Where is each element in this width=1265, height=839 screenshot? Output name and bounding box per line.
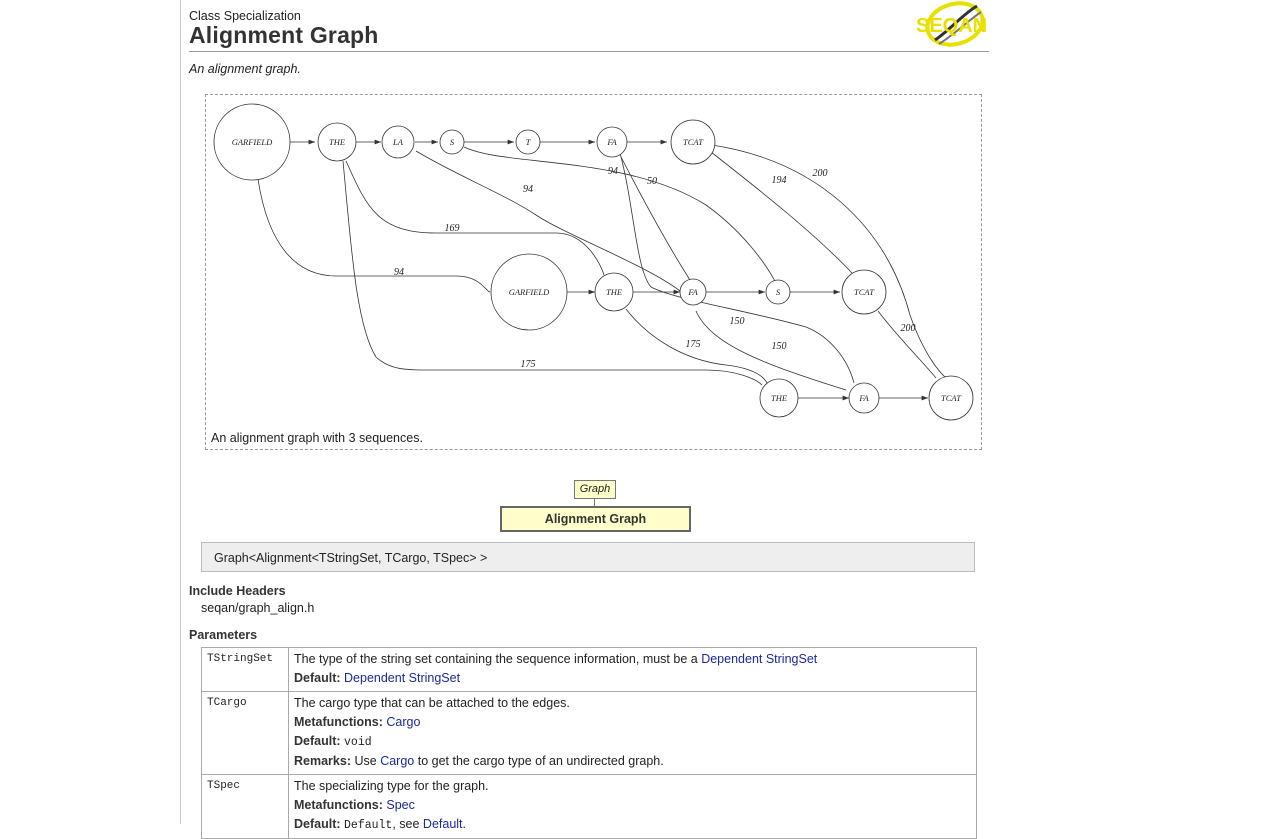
edge-weight-label: 169 bbox=[445, 223, 460, 234]
edge-weight-label: 200 bbox=[813, 168, 828, 179]
spec-link[interactable]: Spec bbox=[386, 798, 415, 812]
default-link[interactable]: Default bbox=[422, 817, 463, 831]
param-desc-text: The cargo type that can be attached to t… bbox=[294, 696, 570, 710]
page-kind: Class Specialization bbox=[189, 9, 301, 23]
param-desc-text: The type of the string set containing th… bbox=[294, 652, 698, 666]
page-title: Alignment Graph bbox=[189, 22, 379, 48]
logo-text: SEQAN bbox=[916, 15, 987, 37]
node-label: THE bbox=[771, 393, 788, 403]
table-row: TCargo The cargo type that can be attach… bbox=[201, 691, 977, 775]
parent-class-box[interactable]: Graph bbox=[574, 480, 616, 499]
edge-weight-label: 200 bbox=[901, 323, 916, 334]
default-label: Default: bbox=[294, 817, 341, 831]
node-label: FA bbox=[858, 393, 869, 403]
default-dependent-stringset-link[interactable]: Dependent StringSet bbox=[344, 671, 461, 685]
alignment-graph-figure: GARFIELD THE LA S T FA TCAT GARFIELD THE… bbox=[205, 94, 982, 450]
remarks-cargo-link[interactable]: Cargo bbox=[380, 754, 415, 768]
default-label: Default: bbox=[294, 671, 341, 685]
node-label: TCAT bbox=[941, 393, 962, 403]
alignment-graph-diagram: GARFIELD THE LA S T FA TCAT GARFIELD THE… bbox=[213, 103, 974, 421]
left-border-rule bbox=[180, 0, 181, 824]
node-label: T bbox=[526, 137, 532, 147]
node-label: FA bbox=[687, 287, 698, 297]
node-label: TCAT bbox=[683, 137, 704, 147]
node-label: THE bbox=[606, 287, 623, 297]
remarks-text-post: to get the cargo type of an undirected g… bbox=[417, 754, 664, 768]
param-name: TSpec bbox=[201, 774, 289, 839]
cargo-link[interactable]: Cargo bbox=[386, 715, 421, 729]
edge-weight-label: 94 bbox=[523, 184, 533, 195]
node-label: FA bbox=[606, 137, 617, 147]
node-label: LA bbox=[392, 137, 404, 147]
table-row: TStringSet The type of the string set co… bbox=[201, 647, 977, 692]
metafunctions-label: Metafunctions: bbox=[294, 798, 383, 812]
default-end: . bbox=[462, 817, 467, 831]
default-label: Default: bbox=[294, 734, 341, 748]
node-label: S bbox=[776, 287, 781, 297]
summary-text: An alignment graph. bbox=[189, 62, 301, 76]
edge-weight-label: 150 bbox=[772, 341, 787, 352]
signature-box: Graph<Alignment<TStringSet, TCargo, TSpe… bbox=[201, 542, 975, 572]
node-label: TCAT bbox=[854, 287, 875, 297]
metafunctions-label: Metafunctions: bbox=[294, 715, 383, 729]
node-label: GARFIELD bbox=[509, 287, 550, 297]
edge-weight-label: 175 bbox=[686, 339, 701, 350]
current-class-box: Alignment Graph bbox=[500, 506, 691, 532]
param-description: The type of the string set containing th… bbox=[288, 647, 977, 692]
edge-weight-label: 94 bbox=[608, 166, 618, 177]
edge-weight-label: 175 bbox=[521, 359, 536, 370]
node-label: GARFIELD bbox=[232, 137, 273, 147]
remarks-label: Remarks: bbox=[294, 754, 351, 768]
edge-weight-label: 150 bbox=[730, 316, 745, 327]
dependent-stringset-link[interactable]: Dependent StringSet bbox=[701, 652, 818, 666]
table-row: TSpec The specializing type for the grap… bbox=[201, 774, 977, 839]
include-file: seqan/graph_align.h bbox=[201, 601, 315, 615]
parameters-table: TStringSet The type of the string set co… bbox=[201, 647, 977, 839]
param-description: The specializing type for the graph. Met… bbox=[288, 774, 977, 839]
node-label: S bbox=[450, 137, 455, 147]
seqan-logo[interactable]: SEQAN bbox=[915, 0, 987, 48]
default-sep: , see bbox=[392, 817, 420, 831]
default-value: void bbox=[344, 736, 372, 749]
include-headers-heading: Include Headers bbox=[189, 584, 286, 598]
param-description: The cargo type that can be attached to t… bbox=[288, 691, 977, 775]
default-value: Default bbox=[344, 819, 393, 832]
param-name: TCargo bbox=[201, 691, 289, 775]
edge-weight-label: 94 bbox=[394, 267, 404, 278]
param-desc-text: The specializing type for the graph. bbox=[294, 779, 489, 793]
parameters-heading: Parameters bbox=[189, 628, 258, 642]
figure-caption: An alignment graph with 3 sequences. bbox=[211, 431, 423, 445]
title-divider bbox=[189, 51, 989, 52]
edge-weight-label: 194 bbox=[772, 175, 787, 186]
param-name: TStringSet bbox=[201, 647, 289, 692]
node-label: THE bbox=[329, 137, 346, 147]
edge-weight-label: 50 bbox=[647, 176, 657, 187]
remarks-text-pre: Use bbox=[354, 754, 377, 768]
hierarchy-connector bbox=[594, 498, 595, 506]
